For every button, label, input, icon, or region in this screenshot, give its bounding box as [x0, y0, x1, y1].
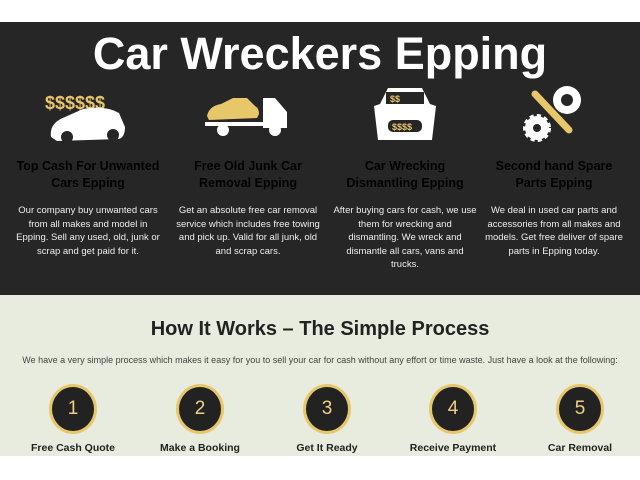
- step-label: Car Removal: [547, 442, 613, 454]
- service-text: Our company buy unwanted cars from all m…: [16, 205, 160, 257]
- step-label: Receive Payment: [409, 442, 497, 454]
- service-text: We deal in used car parts and accessorie…: [485, 205, 623, 257]
- service-title: Cars Epping: [51, 176, 125, 190]
- services-section: [0, 22, 640, 295]
- step-number: 5: [556, 384, 604, 434]
- cash-car-icon: $$$$$$: [8, 84, 168, 146]
- service-title: Second hand Spare: [495, 159, 613, 173]
- step-number: 2: [176, 384, 224, 434]
- service-title: Free Old Junk Car: [194, 159, 302, 173]
- how-it-works-title: How It Works – The Simple Process: [150, 318, 490, 340]
- step-number: 4: [429, 384, 477, 434]
- how-it-works-intro: We have a very simple process which make…: [22, 355, 618, 365]
- service-text: Get an absolute free car removal service…: [176, 205, 320, 257]
- step-number: 1: [49, 384, 97, 434]
- service-title: Removal Epping: [199, 176, 297, 190]
- step-number: 3: [303, 384, 351, 434]
- svg-text:$$: $$: [390, 94, 400, 104]
- page-title: Car Wreckers Epping: [92, 28, 548, 79]
- step-label: Make a Booking: [160, 442, 240, 454]
- tow-truck-icon: [168, 84, 328, 146]
- service-title: Top Cash For Unwanted: [16, 159, 160, 173]
- service-title: Parts Epping: [515, 176, 593, 190]
- service-title: Dismantling Epping: [346, 176, 464, 190]
- spare-parts-icon: [474, 84, 634, 146]
- service-title: Car Wrecking: [364, 159, 446, 173]
- step-label: Get It Ready: [296, 442, 358, 454]
- wrecked-car-icon: $$$$$$: [325, 84, 485, 146]
- step-label: Free Cash Quote: [30, 442, 116, 454]
- svg-text:$$$$$$: $$$$$$: [45, 93, 105, 113]
- service-text: After buying cars for cash, we use them …: [333, 205, 477, 270]
- svg-text:$$$$: $$$$: [392, 122, 412, 132]
